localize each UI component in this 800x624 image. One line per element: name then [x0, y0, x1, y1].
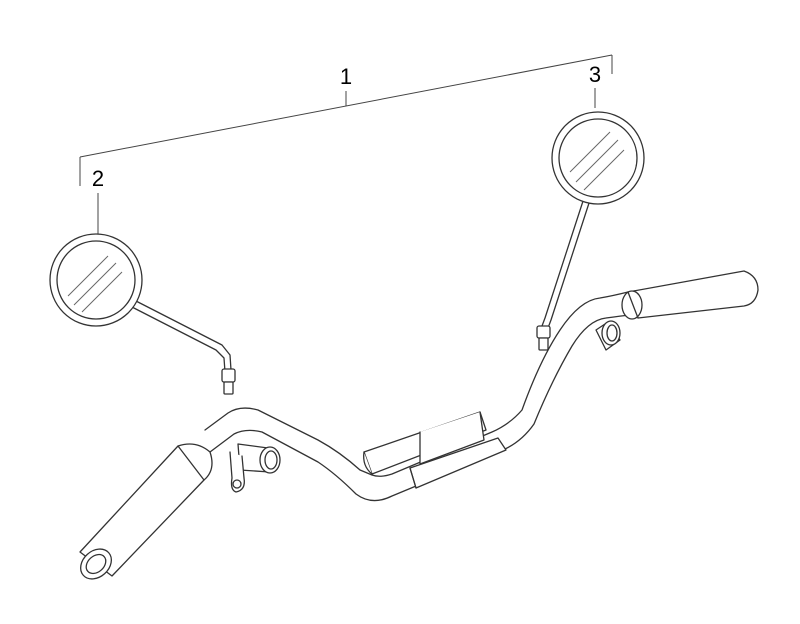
callout-2: 2 — [92, 166, 104, 191]
handlebar — [79, 270, 759, 580]
right-mirror — [536, 111, 645, 351]
assembly-bracket — [79, 54, 613, 186]
left-mirror — [49, 233, 236, 395]
callout-1: 1 — [340, 64, 352, 89]
callout-3: 3 — [589, 62, 601, 87]
